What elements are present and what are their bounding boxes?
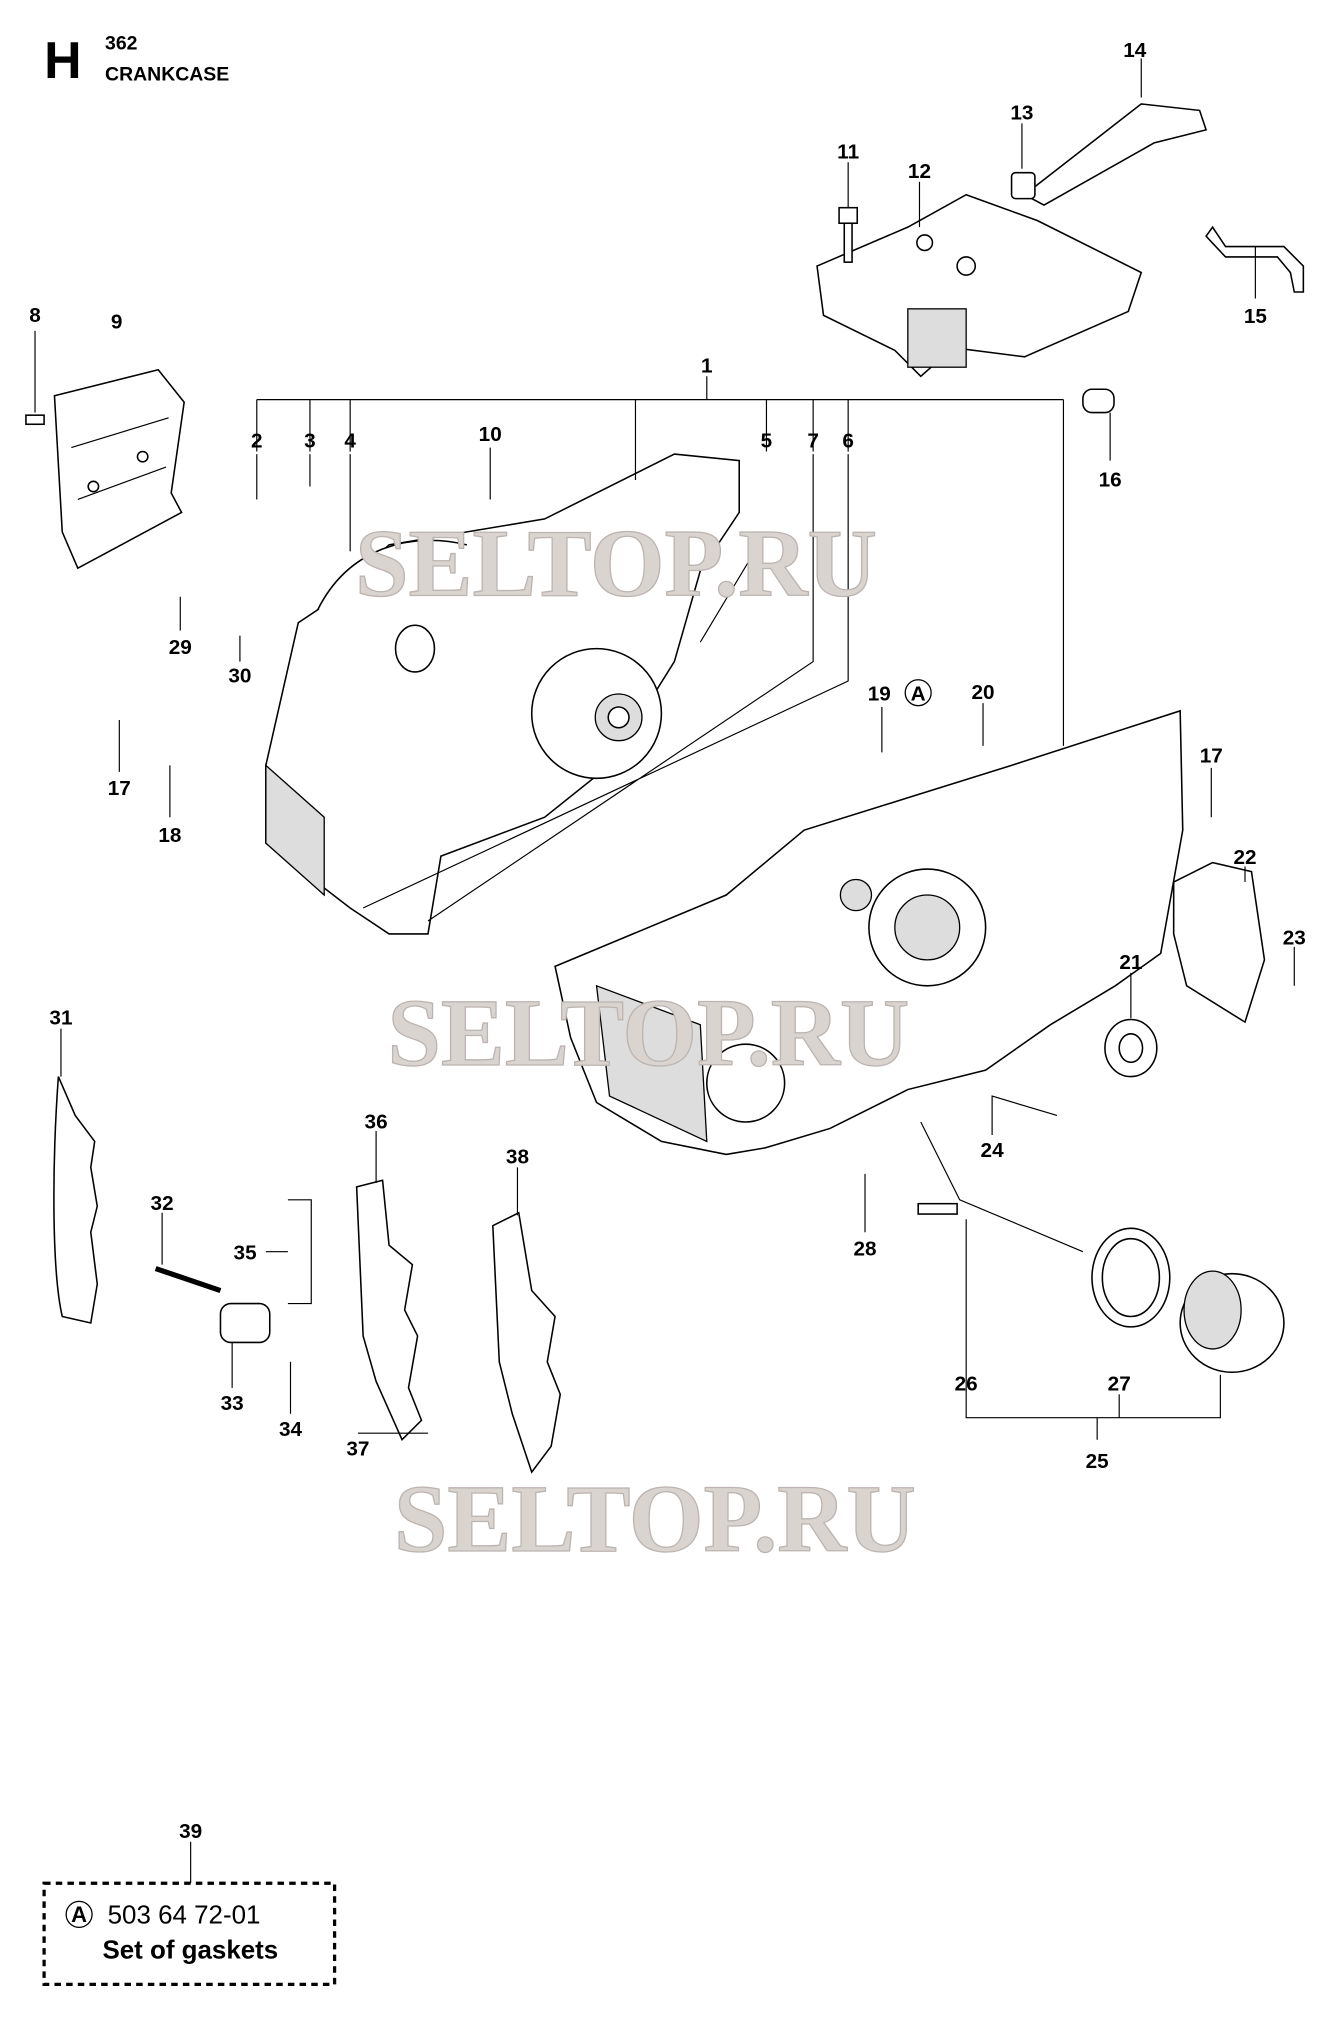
- part-left-crankcase: [265, 453, 740, 935]
- part-9-plate: [53, 368, 185, 570]
- callout-37: 37: [346, 1437, 369, 1460]
- part-15-hose: [1205, 225, 1305, 293]
- callout-29: 29: [169, 636, 192, 659]
- kit-box-marker: A: [71, 1902, 87, 1927]
- callout-6: 6: [842, 430, 854, 453]
- callout-labels: 1 2 3 4 5 6 7 8 9 10 11 12 13 14 15 16 1…: [29, 39, 1306, 1843]
- callout-24: 24: [981, 1139, 1005, 1162]
- callout-4: 4: [344, 430, 356, 453]
- callout-21: 21: [1119, 951, 1142, 974]
- part-8-screw: [25, 330, 45, 426]
- callout-23: 23: [1283, 926, 1306, 949]
- callout-38: 38: [506, 1145, 529, 1168]
- callout-20: 20: [971, 681, 994, 704]
- part-22-cover: [1172, 861, 1266, 1024]
- callout-8: 8: [29, 304, 41, 327]
- section-title: CRANKCASE: [105, 64, 229, 86]
- callout-17: 17: [108, 777, 131, 800]
- watermark-text: SELTOP.RU: [388, 979, 910, 1086]
- leader-lines: [60, 58, 1295, 1884]
- callout-34: 34: [279, 1418, 303, 1441]
- callout-5: 5: [761, 430, 773, 453]
- callout-7: 7: [807, 430, 819, 453]
- part-38-bumper-spike: [492, 1211, 562, 1474]
- part-12-tank-top: [816, 193, 1143, 378]
- callout-19: 19: [868, 682, 891, 705]
- part-33-sleeve: [219, 1302, 271, 1344]
- watermark-group: SELTOP.RU SELTOP.RU SELTOP.RU: [354, 509, 916, 1573]
- part-25-fuel-cap: [1179, 1270, 1285, 1374]
- callout-39: 39: [179, 1820, 202, 1843]
- part-32-screw: [154, 1266, 222, 1294]
- callout-35: 35: [234, 1241, 257, 1264]
- callout-30: 30: [228, 664, 251, 687]
- part-36-bumper-spike: [355, 1179, 423, 1442]
- callout-3: 3: [304, 430, 316, 453]
- kit-marker: A: [911, 682, 926, 705]
- kit-description: Set of gaskets: [102, 1936, 278, 1964]
- callout-9: 9: [111, 310, 123, 333]
- callout-32: 32: [151, 1192, 174, 1215]
- callout-33: 33: [221, 1392, 244, 1415]
- callout-2: 2: [251, 430, 263, 453]
- kit-part-number: 503 64 72-01: [108, 1901, 261, 1929]
- callout-31: 31: [49, 1007, 72, 1030]
- callout-25: 25: [1086, 1450, 1109, 1473]
- part-13-bushing: [1010, 171, 1036, 200]
- callout-12: 12: [908, 160, 931, 183]
- callout-36: 36: [365, 1110, 388, 1133]
- callout-16: 16: [1099, 469, 1122, 492]
- callout-10: 10: [479, 423, 502, 446]
- part-14-lever: [1023, 103, 1208, 206]
- callout-11: 11: [837, 140, 859, 163]
- callout-26: 26: [955, 1372, 978, 1395]
- callout-15: 15: [1244, 305, 1267, 328]
- part-16-grommet: [1082, 388, 1115, 414]
- callout-1: 1: [701, 354, 713, 377]
- part-31-spacer: [53, 1076, 99, 1324]
- watermark-text: SELTOP.RU: [355, 509, 877, 616]
- callout-22: 22: [1233, 846, 1256, 869]
- watermark-text: SELTOP.RU: [394, 1465, 916, 1572]
- kit-marker-circle: [904, 679, 932, 707]
- callout-18: 18: [158, 824, 181, 847]
- part-21-seal: [1104, 1018, 1158, 1078]
- model-number: 362: [105, 32, 138, 54]
- callout-28: 28: [853, 1238, 876, 1261]
- part-27-gasket: [1091, 1227, 1171, 1328]
- callout-13: 13: [1010, 101, 1033, 124]
- part-26-fuel-pickup: [917, 1121, 1084, 1253]
- callout-17: 17: [1200, 745, 1223, 768]
- callout-14: 14: [1123, 39, 1147, 62]
- callout-27: 27: [1108, 1372, 1131, 1395]
- section-letter: H: [44, 31, 81, 89]
- part-right-crankcase: [554, 709, 1184, 1156]
- gasket-kit-box: A 503 64 72-01 Set of gaskets: [42, 1881, 337, 1987]
